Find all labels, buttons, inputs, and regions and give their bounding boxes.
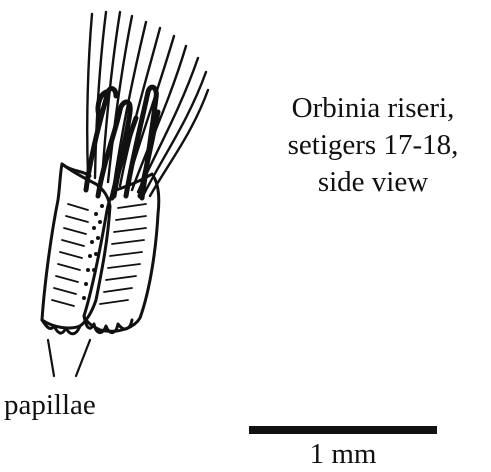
scale-bar-label: 1 mm <box>248 438 438 471</box>
papillae-leader-lines <box>48 340 90 376</box>
caption-line-view: side view <box>262 164 484 201</box>
papillae-label: papillae <box>4 389 96 422</box>
caption-line-setigers: setigers 17-18, <box>262 127 484 164</box>
figure-caption: Orbinia riseri, setigers 17-18, side vie… <box>262 90 484 201</box>
scale-bar <box>249 426 437 434</box>
caption-line-species: Orbinia riseri, <box>262 90 484 127</box>
